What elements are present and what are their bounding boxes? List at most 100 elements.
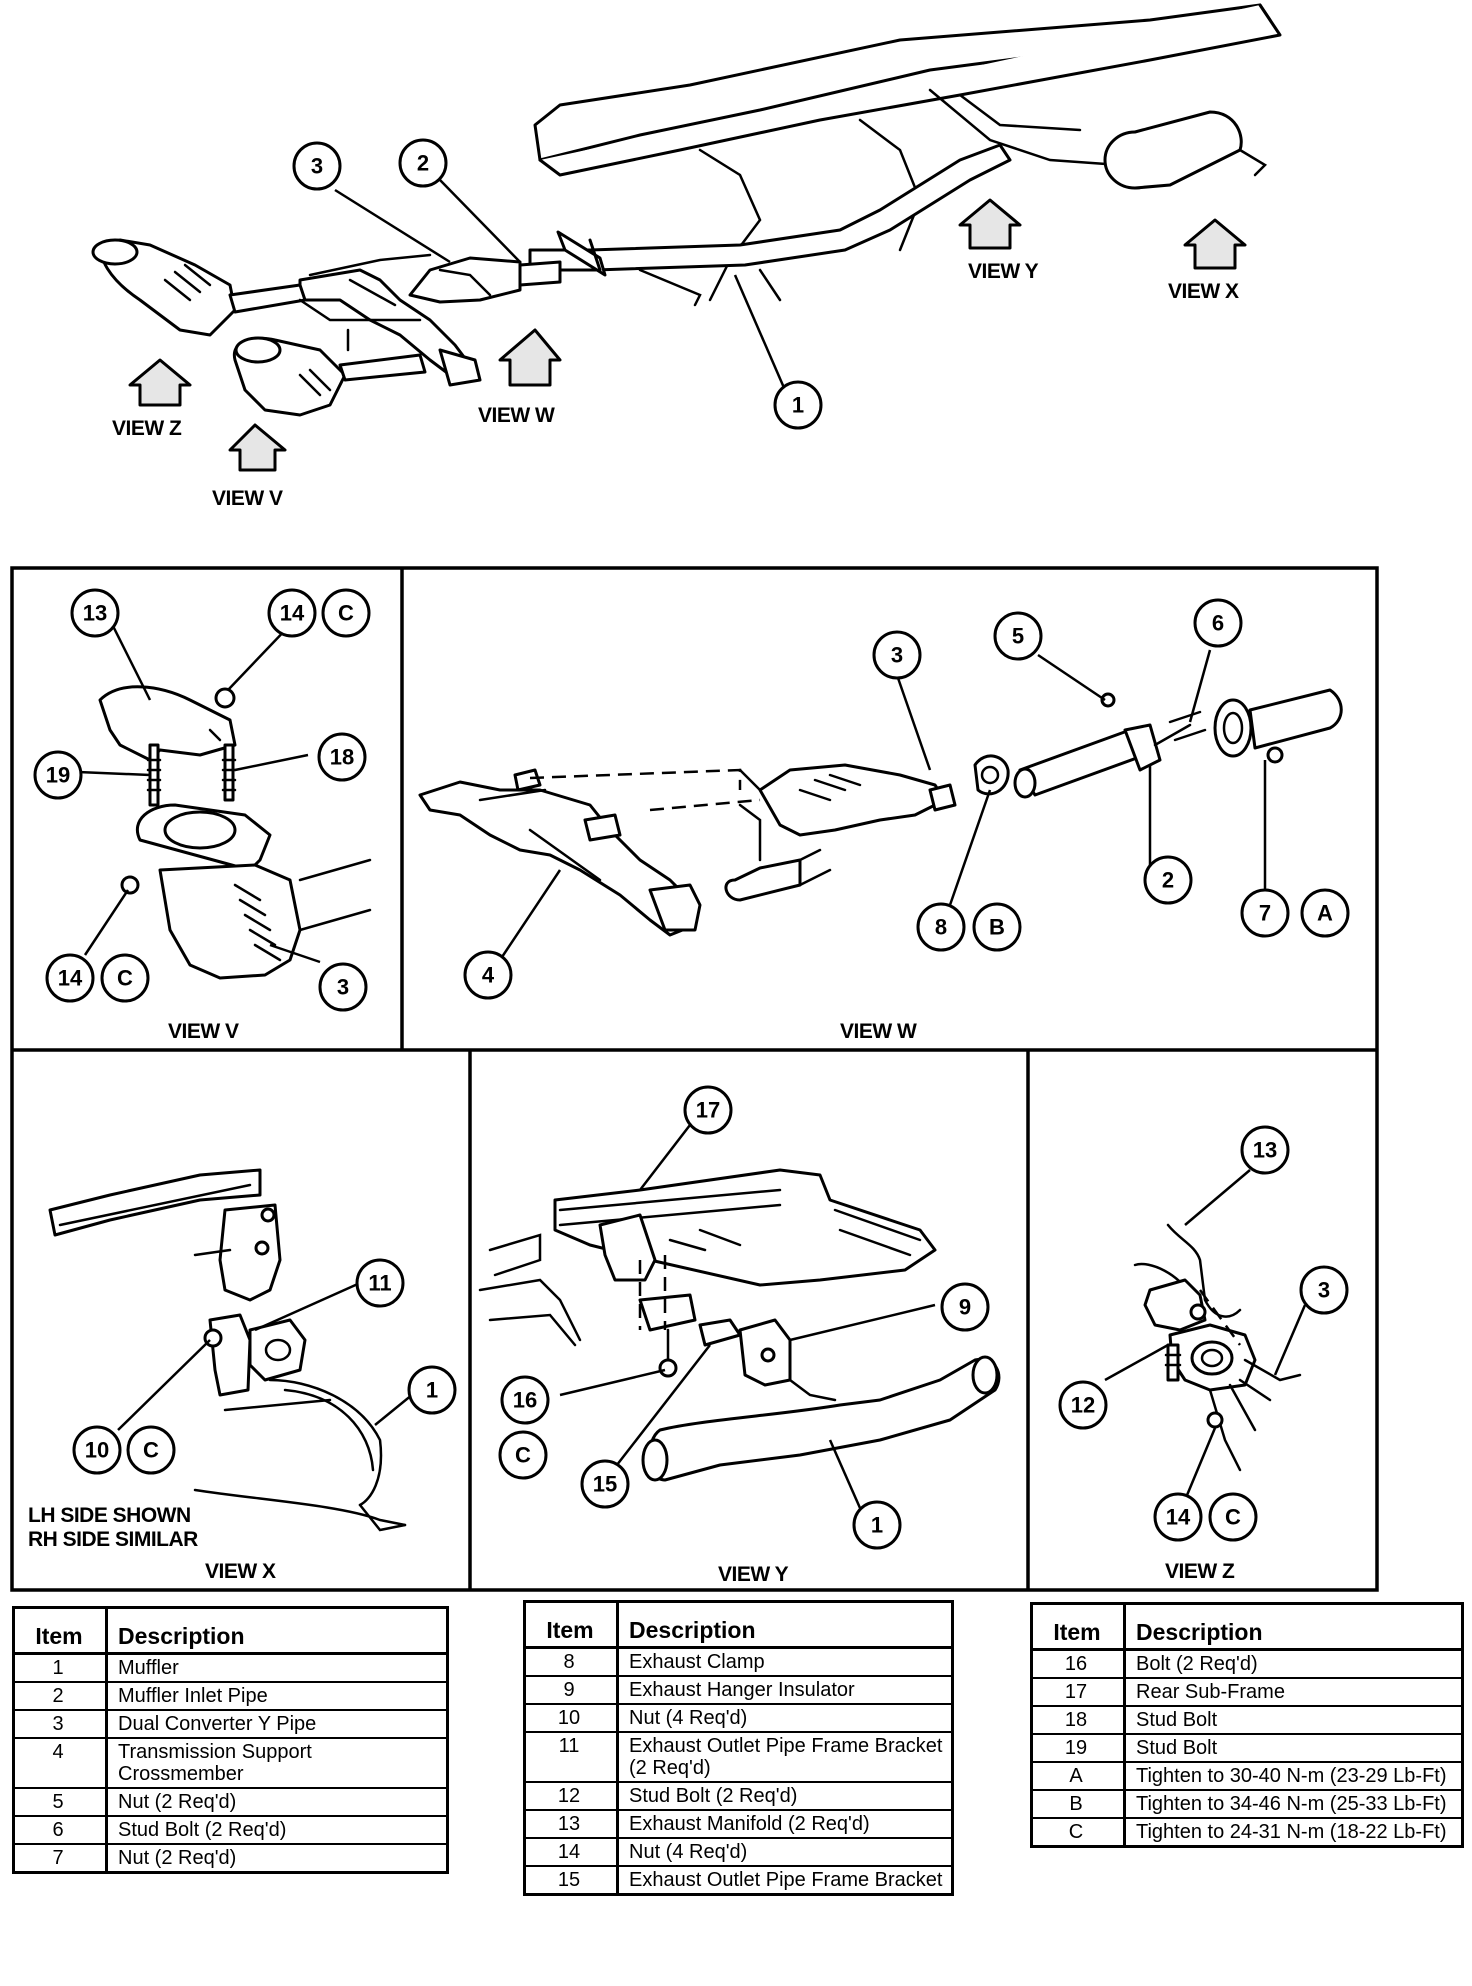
overview-callout-2: 2 — [398, 138, 448, 188]
view-w-illustration — [418, 688, 1343, 937]
svg-text:8: 8 — [935, 915, 947, 940]
view-v-callout-c-top: C — [321, 588, 371, 638]
svg-text:B: B — [989, 915, 1005, 940]
svg-text:19: 19 — [46, 763, 70, 788]
legend-item-description: Tighten to 24-31 N-m (18-22 Lb-Ft) — [1136, 1821, 1447, 1843]
rh-side-note: RH SIDE SIMILAR — [28, 1528, 198, 1551]
lh-side-note: LH SIDE SHOWN — [28, 1504, 191, 1527]
legend-item-number: 15 — [526, 1866, 619, 1893]
legend-item-description: Rear Sub-Frame — [1124, 1678, 1461, 1707]
svg-text:A: A — [1317, 901, 1333, 926]
legend-item-number: 1 — [15, 1653, 108, 1683]
view-z-callout-c: C — [1208, 1492, 1258, 1542]
svg-text:2: 2 — [417, 151, 429, 176]
legend-item-description: Stud Bolt (2 Req'd) — [106, 1816, 446, 1845]
legend-header-item: Item — [526, 1603, 619, 1649]
view-v-callout-14-bottom: 14 — [45, 953, 95, 1003]
legend-item-number: C — [1033, 1818, 1126, 1845]
view-z-callout-14: 14 — [1153, 1492, 1203, 1542]
legend-item-number: 7 — [15, 1844, 108, 1871]
svg-text:3: 3 — [337, 975, 349, 1000]
legend-item-description: Stud Bolt — [1124, 1734, 1461, 1763]
legend-item-number: 12 — [526, 1782, 619, 1811]
svg-text:C: C — [117, 966, 133, 991]
view-arrow-y — [958, 198, 1022, 250]
legend-item-description: Nut (2 Req'd) — [118, 1847, 237, 1869]
overview-callout-1: 1 — [773, 380, 823, 430]
legend-item-number: 2 — [15, 1682, 108, 1711]
view-v-callout-19: 19 — [33, 750, 83, 800]
svg-text:5: 5 — [1012, 624, 1024, 649]
legend-row: C Tighten to 24-31 N-m (18-22 Lb-Ft) — [1033, 1818, 1461, 1845]
view-w-callout-7: 7 — [1240, 888, 1290, 938]
view-w-callout-a: A — [1300, 888, 1350, 938]
svg-text:1: 1 — [871, 1513, 883, 1538]
svg-text:15: 15 — [593, 1472, 617, 1497]
legend-item-number: 14 — [526, 1838, 619, 1867]
legend-item-number: 6 — [15, 1816, 108, 1845]
legend-item-description: Exhaust Outlet Pipe Frame Bracket (2 Req… — [617, 1732, 951, 1783]
view-y-callout-17: 17 — [683, 1085, 733, 1135]
legend-item-number: 9 — [526, 1676, 619, 1705]
view-y-illustration — [478, 1168, 1001, 1482]
view-w-callout-3: 3 — [872, 630, 922, 680]
legend-header-description: Description — [106, 1609, 446, 1655]
legend-item-number: 8 — [526, 1647, 619, 1677]
legend-header-item: Item — [1033, 1605, 1126, 1651]
view-y-callout-15: 15 — [580, 1459, 630, 1509]
legend-row: 7 Nut (2 Req'd) — [15, 1844, 446, 1871]
view-w-callout-6: 6 — [1193, 598, 1243, 648]
svg-text:14: 14 — [1166, 1505, 1191, 1530]
legend-item-description: Nut (4 Req'd) — [617, 1838, 951, 1867]
svg-text:14: 14 — [58, 966, 83, 991]
view-x-illustration — [48, 1168, 407, 1532]
view-x-label: VIEW X — [1168, 280, 1239, 303]
overview-callout-3: 3 — [292, 141, 342, 191]
view-v-panel-label: VIEW V — [168, 1020, 239, 1043]
view-x-callout-1: 1 — [407, 1365, 457, 1415]
legend-header-description: Description — [617, 1603, 951, 1649]
view-arrow-x — [1183, 218, 1247, 270]
view-w-callout-4: 4 — [463, 950, 513, 1000]
view-v-callout-18: 18 — [317, 732, 367, 782]
legend-item-description: Tighten to 34-46 N-m (25-33 Lb-Ft) — [1124, 1790, 1461, 1819]
legend-item-description: Nut (4 Req'd) — [617, 1704, 951, 1733]
legend-item-number: 4 — [15, 1738, 108, 1789]
svg-text:12: 12 — [1071, 1393, 1095, 1418]
overview-illustration — [91, 3, 1282, 417]
svg-text:7: 7 — [1259, 901, 1271, 926]
view-z-callout-13: 13 — [1240, 1125, 1290, 1175]
view-v-label: VIEW V — [212, 487, 283, 510]
view-w-label: VIEW W — [478, 404, 555, 427]
view-v-callout-13: 13 — [70, 588, 120, 638]
svg-text:9: 9 — [959, 1295, 971, 1320]
view-z-label: VIEW Z — [112, 417, 182, 440]
legend-item-description: Stud Bolt (2 Req'd) — [617, 1782, 951, 1811]
svg-text:C: C — [338, 601, 354, 626]
legend-item-number: 10 — [526, 1704, 619, 1733]
view-x-callout-10: 10 — [72, 1425, 122, 1475]
svg-text:4: 4 — [482, 963, 495, 988]
view-arrow-v — [228, 423, 287, 472]
svg-text:3: 3 — [891, 643, 903, 668]
legend-item-number: 17 — [1033, 1678, 1126, 1707]
legend-item-number: 3 — [15, 1710, 108, 1739]
